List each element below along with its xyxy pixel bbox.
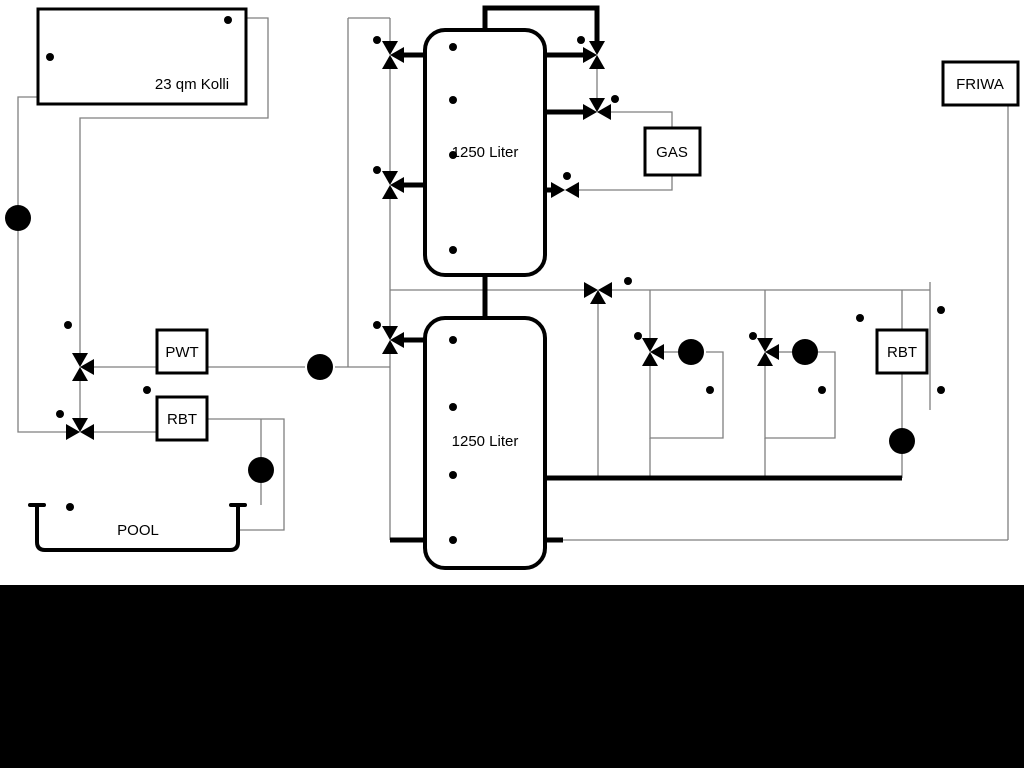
tank-top-right-valve-icon[interactable] — [583, 41, 605, 69]
valve-actuator-sensor-icon — [619, 277, 632, 290]
solar-collector-box[interactable] — [36, 7, 248, 106]
pool-pump-icon[interactable] — [248, 457, 274, 483]
pipe-sensor-icon — [51, 410, 64, 423]
pipe-sensor-icon — [932, 386, 945, 399]
heating-circuit-1-mixing-valve-icon[interactable] — [642, 338, 664, 366]
rbt-heat-exchanger-left-box[interactable] — [155, 395, 209, 442]
pipe-sensor-icon — [932, 306, 945, 319]
pool-label: POOL — [117, 522, 159, 539]
tank-charge-valve-mid-icon[interactable] — [382, 171, 404, 199]
friwa-station-box[interactable] — [941, 60, 1020, 107]
return-sensor-icon — [701, 386, 714, 399]
gas-flow-valve-icon[interactable] — [583, 98, 611, 120]
valve-actuator-sensor-icon — [558, 172, 571, 185]
heating-circuit-1-pump-icon[interactable] — [678, 339, 704, 365]
valve-actuator-sensor-icon — [629, 332, 642, 345]
collector-pump-icon[interactable] — [5, 205, 31, 231]
valve-actuator-sensor-icon — [368, 166, 381, 179]
heating-circuit-2-pump-icon[interactable] — [792, 339, 818, 365]
distribution-valve-icon[interactable] — [584, 282, 612, 304]
tank-top-label: 1250 Liter — [452, 144, 519, 161]
heating-circuit-2-mixing-valve-icon[interactable] — [757, 338, 779, 366]
pipe-sensor-icon — [59, 321, 72, 334]
tank-bottom-label: 1250 Liter — [452, 433, 519, 450]
friwa-label: FRIWA — [956, 76, 1004, 93]
buffer-tank-top[interactable] — [423, 28, 547, 277]
valve-actuator-sensor-icon — [368, 321, 381, 334]
pool-basin[interactable] — [28, 503, 247, 552]
pipes-thick — [390, 5, 902, 543]
collector-label: 23 qm Kolli — [155, 76, 229, 93]
gas-label: GAS — [656, 144, 688, 161]
return-sensor-icon — [813, 386, 826, 399]
valve-actuator-sensor-icon — [744, 332, 757, 345]
tank-charge-valve-bottom-icon[interactable] — [382, 326, 404, 354]
footer-band — [0, 585, 1024, 768]
pwt-label: PWT — [165, 344, 198, 361]
tank-charge-valve-top-icon[interactable] — [382, 41, 404, 69]
rbt-circuit-pump-icon[interactable] — [889, 428, 915, 454]
rbt-sensor-icon — [851, 314, 864, 327]
pwt-heat-exchanger-box[interactable] — [155, 328, 209, 375]
gas-return-valve-icon[interactable] — [551, 182, 579, 198]
solar-diverter-valve-pwt-icon[interactable] — [72, 353, 94, 381]
rbt-heat-exchanger-right-box[interactable] — [875, 328, 929, 375]
buffer-tank-bottom[interactable] — [423, 316, 547, 570]
pipes-thin — [17, 17, 1009, 541]
gas-boiler-box[interactable] — [643, 126, 702, 177]
pwt-charge-pump-icon[interactable] — [307, 354, 333, 380]
pipe-sensor-icon — [138, 386, 151, 399]
rbt-right-label: RBT — [887, 344, 917, 361]
solar-diverter-valve-rbt-icon[interactable] — [66, 418, 94, 440]
valve-actuator-sensor-icon — [368, 36, 381, 49]
rbt-left-label: RBT — [167, 411, 197, 428]
pool-sensor-icon — [61, 503, 74, 516]
